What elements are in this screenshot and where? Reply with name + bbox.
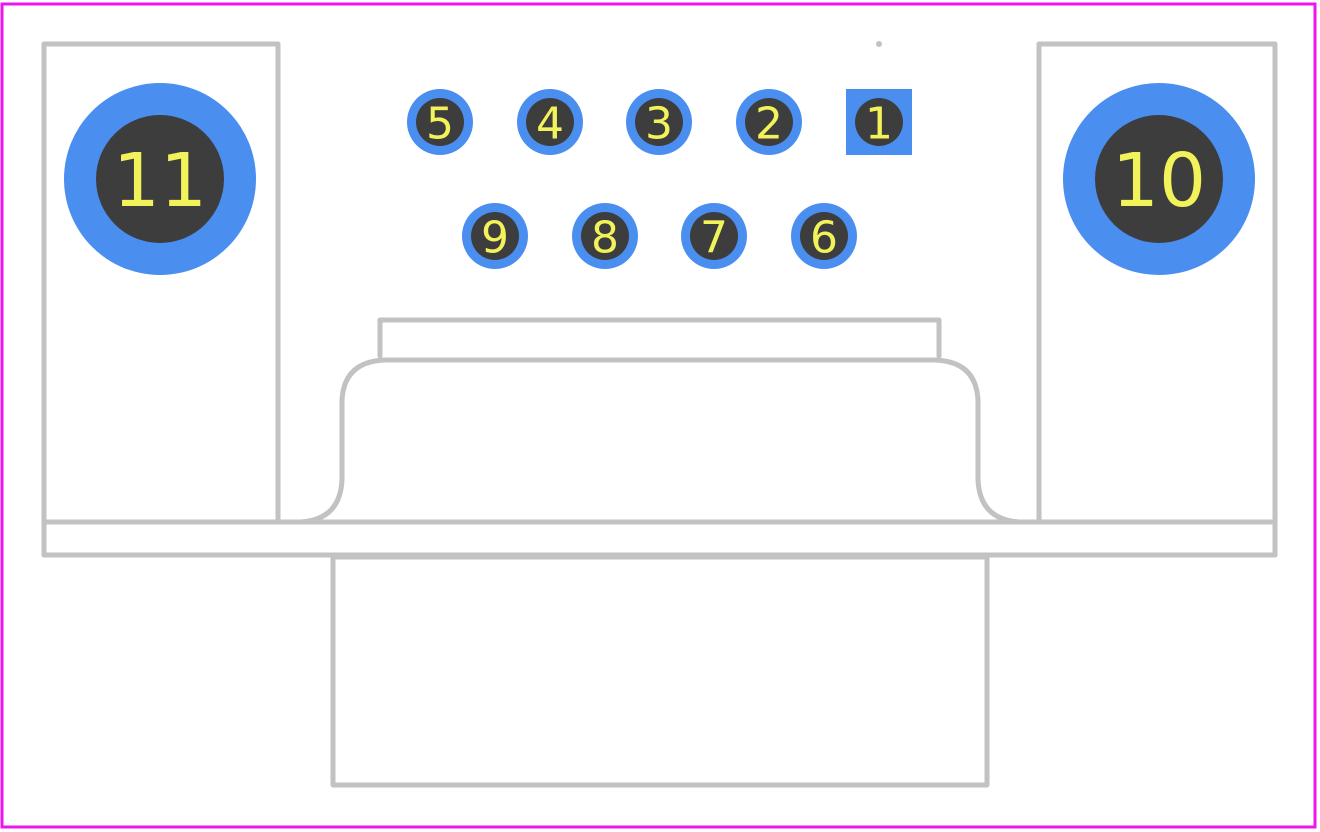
pad-4-label: 4 [536, 99, 564, 150]
pad-2: 2 [736, 89, 802, 155]
pad-5-label: 5 [426, 99, 454, 150]
pad-5-drill [416, 98, 464, 146]
pad-7-drill [690, 212, 738, 260]
pad-6-label: 6 [810, 213, 838, 264]
pad-11: 11 [64, 83, 256, 275]
pad-9: 9 [462, 203, 528, 269]
pad-8-label: 8 [591, 213, 619, 264]
left-bracket-outline [41, 41, 281, 558]
pad-10-label: 10 [1112, 138, 1206, 224]
pad-4-drill [526, 98, 574, 146]
pad-7: 7 [681, 203, 747, 269]
pad-4: 4 [517, 89, 583, 155]
pad-2-drill [745, 98, 793, 146]
pad-3-drill [635, 98, 683, 146]
pad-9-label: 9 [481, 213, 509, 264]
pad-11-drill [96, 115, 224, 243]
pads-group: 1 2 3 4 5 6 7 8 9 10 11 [64, 83, 1255, 275]
pad-8-drill [581, 212, 629, 260]
pad-3: 3 [626, 89, 692, 155]
pad-1: 1 [846, 89, 912, 155]
pad-11-label: 11 [113, 138, 207, 224]
pad-8: 8 [572, 203, 638, 269]
pad-3-label: 3 [645, 99, 673, 150]
pad-6: 6 [791, 203, 857, 269]
pad-7-label: 7 [700, 213, 728, 264]
rear-body-outline [330, 554, 990, 788]
flange-outline [41, 519, 1278, 558]
pad-5: 5 [407, 89, 473, 155]
pad-1-label: 1 [865, 99, 893, 150]
pad-10: 10 [1063, 83, 1255, 275]
right-bracket-outline [1036, 41, 1278, 558]
shell-rib-outline [377, 317, 942, 359]
pad-10-drill [1095, 115, 1223, 243]
pad-9-drill [471, 212, 519, 260]
pad-2-label: 2 [755, 99, 783, 150]
pad-1-drill [855, 98, 903, 146]
shell-outline [297, 357, 1023, 525]
pad-6-drill [800, 212, 848, 260]
pin1-marker [876, 41, 882, 47]
